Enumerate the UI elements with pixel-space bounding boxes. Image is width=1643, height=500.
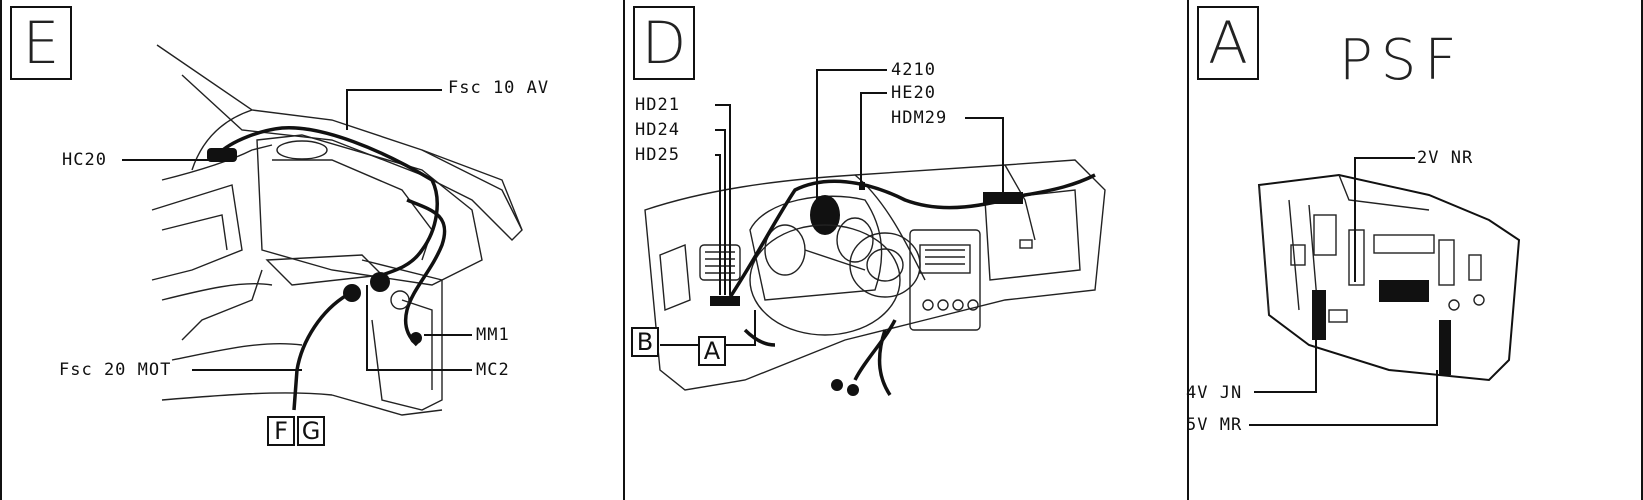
label-hdm29: HDM29 — [891, 108, 948, 128]
connector-2v — [1379, 280, 1429, 302]
hc20-connector — [207, 148, 237, 162]
label-he20: HE20 — [891, 83, 936, 103]
label-hd21: HD21 — [635, 95, 680, 115]
label-hd25: HD25 — [635, 145, 680, 165]
label-fsc10: Fsc 10 AV — [448, 78, 550, 98]
panel-letter: D — [633, 6, 695, 80]
label-mm1: MM1 — [476, 325, 510, 345]
panel-letter: A — [1197, 6, 1259, 80]
panel-e: E Fsc 10 AV HC20 M — [0, 0, 623, 500]
dashboard-drawing — [644, 69, 1106, 396]
label-hc20: HC20 — [62, 150, 107, 170]
panel-d: D — [623, 0, 1187, 500]
label-5v-mr: 5V MR — [1186, 415, 1243, 435]
panel-a: A PSF 2V NR 4V JN 5V MR — [1186, 0, 1643, 500]
hdm29-connector — [983, 192, 1023, 204]
fuse-box-drawing — [1249, 157, 1521, 426]
label-mc2: MC2 — [476, 360, 510, 380]
label-4210: 4210 — [891, 60, 936, 80]
box-a: A — [698, 336, 726, 366]
panel-letter: E — [10, 6, 72, 80]
engine-bay-drawing — [122, 44, 523, 416]
hd-connectors — [710, 296, 740, 306]
he20-connector — [859, 182, 865, 190]
connector-5v — [1439, 320, 1451, 375]
mm1-connector — [410, 332, 422, 344]
box-g: G — [297, 416, 325, 446]
label-hd24: HD24 — [635, 120, 680, 140]
connector-4v — [1312, 290, 1326, 340]
label-4v-jn: 4V JN — [1186, 383, 1243, 403]
box-f: F — [267, 416, 295, 446]
label-2v-nr: 2V NR — [1417, 148, 1474, 168]
label-fsc20: Fsc 20 MOT — [59, 360, 172, 380]
box-b: B — [631, 327, 659, 357]
fsc20-connector — [343, 284, 361, 302]
psf-title: PSF — [1339, 28, 1465, 93]
